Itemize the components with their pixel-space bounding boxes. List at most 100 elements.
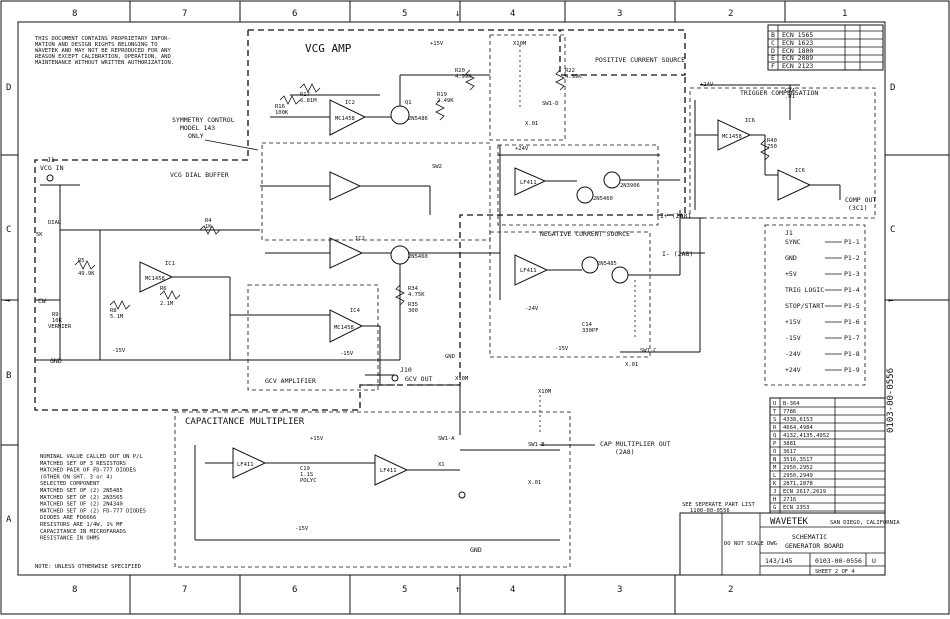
svg-text:GND: GND: [470, 546, 482, 554]
svg-text:2N5485: 2N5485: [597, 261, 617, 267]
rev-letter: L: [773, 473, 777, 479]
svg-text:E: E: [771, 54, 775, 62]
svg-text:MC1458: MC1458: [722, 134, 742, 140]
ic3b-symbol: [374, 454, 409, 486]
svg-text:6.81M: 6.81M: [300, 98, 317, 104]
j1-pin-label: P1-5: [844, 302, 860, 310]
svg-text:LF411: LF411: [520, 268, 537, 274]
symmetry-title: SYMMETRY CONTROL: [172, 116, 235, 124]
model-number: 143/145: [765, 557, 792, 565]
svg-text:IC2: IC2: [345, 100, 355, 106]
rev-ecn: 7786: [783, 409, 796, 415]
wiring: [35, 74, 841, 541]
svg-text:4.99K: 4.99K: [455, 74, 472, 80]
note-line: MATCHED SET OF 3 RESISTORS: [40, 461, 126, 467]
center-arrow-top: ↓: [455, 9, 460, 19]
row-label-b: B: [6, 371, 11, 381]
svg-text:THIS DOCUMENT CONTAINS PROPRIE: THIS DOCUMENT CONTAINS PROPRIETARY INFOR…: [35, 36, 171, 42]
col-label-6-bottom: 6: [292, 585, 297, 595]
svg-text:-15V: -15V: [555, 346, 569, 352]
svg-text:Q1: Q1: [405, 100, 412, 106]
rev-letter: H: [773, 497, 776, 503]
see-parts-list-2: 1100-00-0556: [690, 508, 730, 514]
svg-text:IC2: IC2: [355, 236, 365, 242]
svg-text:2N5460: 2N5460: [408, 254, 428, 260]
note-line: MATCHED PAIR OF FD-777 DIODES: [40, 468, 136, 474]
col-label-8-bottom: 8: [72, 585, 77, 595]
drawing-rev: U: [872, 557, 876, 565]
svg-text:D: D: [771, 47, 775, 55]
svg-text:POLYC: POLYC: [300, 478, 317, 484]
misc-labels: J1 VCG IN DIAL 5K CW R9 10K VERNIER GND …: [36, 41, 876, 554]
rev-ecn: ECN 2617,2619: [783, 489, 826, 495]
svg-text:.01: .01: [785, 94, 795, 100]
svg-text:CAP MULTIPLIER OUT: CAP MULTIPLIER OUT: [600, 440, 671, 448]
svg-text:R19: R19: [437, 92, 447, 98]
svg-text:X1: X1: [438, 462, 445, 468]
svg-text:DIAL: DIAL: [48, 220, 62, 226]
svg-text:10K: 10K: [52, 318, 63, 324]
svg-text:ECN 1623: ECN 1623: [782, 39, 813, 47]
rev-ecn: 3617: [783, 449, 796, 455]
svg-text:REASON EXCEPT CALIBRATION, OPE: REASON EXCEPT CALIBRATION, OPERATION, AN…: [35, 54, 171, 60]
rev-ecn: 4338,6153: [783, 417, 813, 423]
note-line: RESISTORS ARE 1/4W, 1% MF: [40, 522, 123, 528]
svg-text:X.01: X.01: [528, 480, 541, 486]
j1-signal-label: STOP/START: [785, 302, 824, 310]
row-label-c: C: [6, 225, 11, 235]
ic3-symbol: [514, 167, 547, 196]
note-line: MATCHED SET OF (2) 2N4340: [40, 502, 123, 508]
see-parts-list-1: SEE SEPERATE PART LIST: [682, 502, 756, 508]
svg-text:R6: R6: [160, 286, 167, 292]
svg-text:J10: J10: [400, 366, 412, 374]
svg-text:R8: R8: [110, 308, 117, 314]
rev-ecn: 2871,2878: [783, 481, 813, 487]
svg-text:LF411: LF411: [237, 462, 254, 468]
svg-text:R35: R35: [408, 302, 418, 308]
note-line: MATCHED SET OF (2) 2N3565: [40, 495, 123, 501]
j1-signal-label: +5V: [785, 270, 797, 278]
svg-text:VCG IN: VCG IN: [40, 164, 64, 172]
svg-text:-24V: -24V: [525, 306, 539, 312]
svg-text:SW1-C: SW1-C: [640, 348, 657, 354]
j1-pin-label: P1-8: [844, 350, 860, 358]
grid-columns-bottom: 8 7 6 5 4 3 2 ↑: [72, 575, 733, 614]
svg-text:+15V: +15V: [310, 436, 324, 442]
svg-text:1K: 1K: [205, 224, 212, 230]
svg-text:X.01: X.01: [525, 121, 538, 127]
vcg-dial-buffer-title: VCG DIAL BUFFER: [170, 171, 229, 179]
svg-text:MC1458: MC1458: [335, 116, 355, 122]
grid-rows: D C B A D C → ←: [1, 83, 949, 525]
svg-text:+15V: +15V: [430, 41, 444, 47]
svg-text:5.1M: 5.1M: [110, 314, 124, 320]
section-boxes: [34, 29, 876, 568]
row-label-a: A: [6, 515, 12, 525]
rev-letter: O: [773, 449, 776, 455]
j1-pin-label: P1-2: [844, 254, 860, 262]
ic6b-symbol: [777, 169, 812, 201]
svg-text:X10M: X10M: [455, 376, 469, 382]
rev-ecn: ECN 2353: [783, 505, 810, 511]
svg-text:IC4: IC4: [350, 308, 361, 314]
svg-text:750: 750: [767, 144, 777, 150]
rev-letter: N: [773, 457, 776, 463]
svg-text:R16: R16: [275, 104, 285, 110]
svg-text:SW1-A: SW1-A: [438, 436, 455, 442]
svg-text:2.1M: 2.1M: [160, 301, 174, 307]
row-label-c-right: C: [890, 225, 895, 235]
col-label-4-bottom: 4: [510, 585, 515, 595]
svg-text:R40: R40: [767, 138, 777, 144]
j1-pin-label: P1-6: [844, 318, 860, 326]
svg-text:SW1-B: SW1-B: [528, 442, 545, 448]
svg-text:2.49K: 2.49K: [437, 98, 454, 104]
rev-letter: Q: [773, 433, 776, 439]
gcv-amplifier-title: GCV AMPLIFIER: [265, 377, 316, 385]
svg-text:-15V: -15V: [295, 526, 309, 532]
grid-columns-top: 8 7 6 5 4 3 2 1 ↓: [72, 1, 847, 22]
svg-text:IC6: IC6: [745, 118, 755, 124]
svg-text:ECN 2123: ECN 2123: [782, 62, 813, 70]
